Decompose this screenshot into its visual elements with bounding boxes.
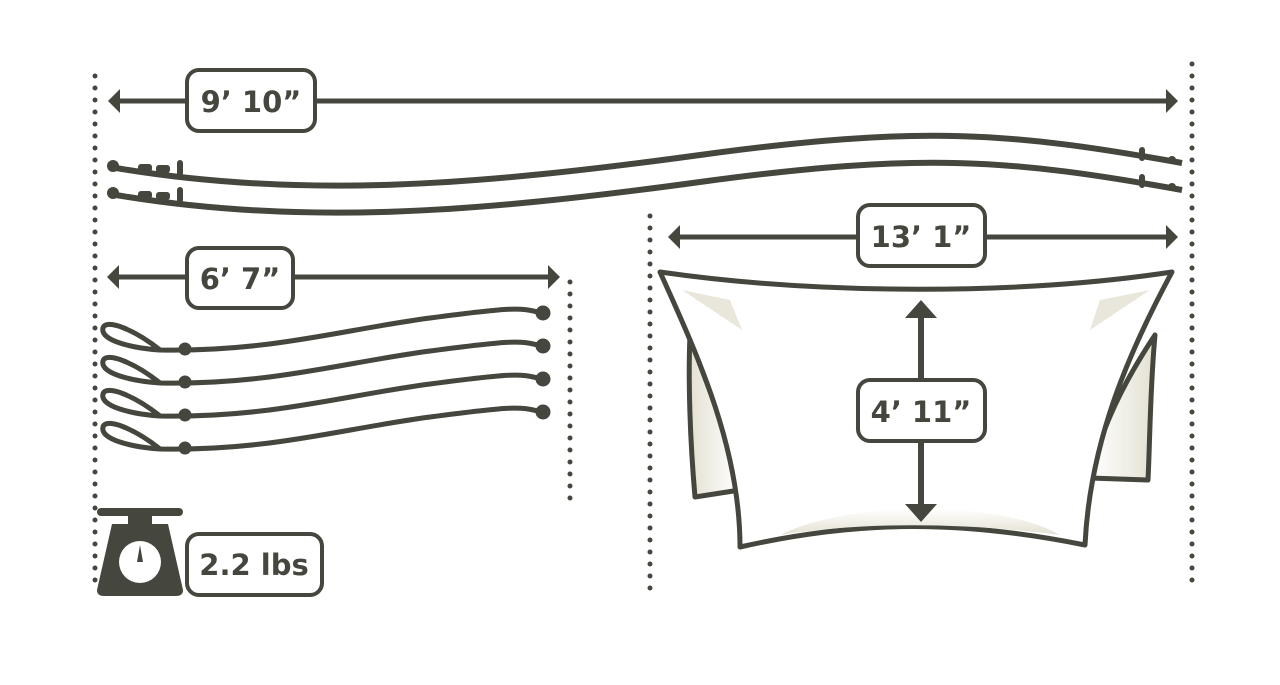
tarp-width-label: 13’ 1” bbox=[871, 220, 972, 254]
scale-icon bbox=[97, 508, 183, 596]
ridgeline-length-label: 9’ 10” bbox=[201, 85, 302, 119]
ridgeline-dimension: 9’ 10” bbox=[108, 68, 1178, 133]
tarp-illustration: 4’ 11” bbox=[657, 269, 1175, 550]
tarp-width-dimension: 13’ 1” bbox=[668, 203, 1178, 268]
guyline-dimension: 6’ 7” bbox=[107, 246, 560, 310]
ridgeline-label-box bbox=[185, 68, 317, 133]
tarp-height-label: 4’ 11” bbox=[871, 395, 972, 429]
weight-dimension: 2.2 lbs bbox=[185, 532, 324, 597]
ridgeline-cords bbox=[107, 132, 1183, 216]
weight-label: 2.2 lbs bbox=[199, 548, 308, 582]
guyline-length-label: 6’ 7” bbox=[200, 262, 281, 296]
guyline-cords bbox=[100, 305, 551, 455]
